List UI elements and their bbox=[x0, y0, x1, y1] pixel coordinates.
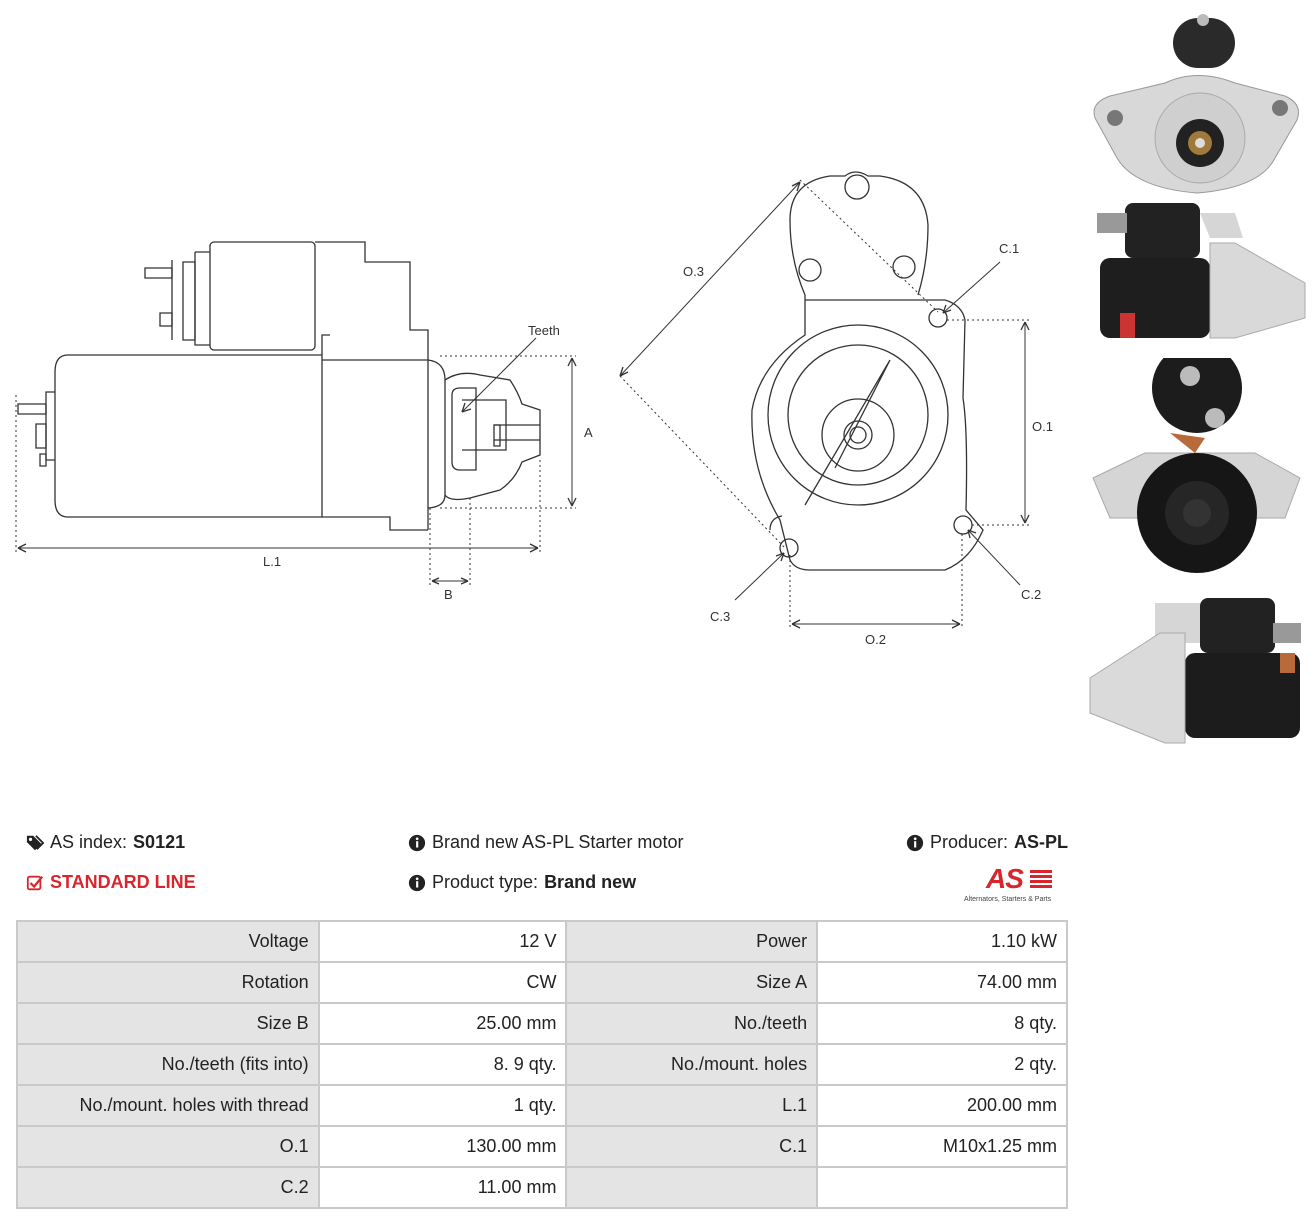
as-index-value: S0121 bbox=[133, 832, 186, 852]
as-logo-stripes bbox=[1030, 870, 1052, 890]
producer-label: Producer: bbox=[930, 832, 1009, 852]
spec-label: C.1 bbox=[565, 1125, 819, 1168]
starter-front-view bbox=[619, 171, 1030, 629]
spec-value: 1 qty. bbox=[317, 1084, 568, 1127]
label-o3: O.3 bbox=[683, 264, 704, 279]
spec-label: No./mount. holes bbox=[565, 1043, 819, 1086]
label-o1: O.1 bbox=[1032, 419, 1053, 434]
label-teeth: Teeth bbox=[528, 323, 560, 338]
product-type: Product type: Brand new bbox=[408, 872, 636, 893]
spec-label: Size A bbox=[565, 961, 819, 1004]
spec-value: 74.00 mm bbox=[816, 961, 1068, 1004]
product-photos bbox=[1085, 8, 1310, 748]
spec-value: 8. 9 qty. bbox=[317, 1043, 568, 1086]
as-logo-tagline: Alternators, Starters & Parts bbox=[964, 896, 1052, 903]
spec-value: 1.10 kW bbox=[816, 920, 1068, 963]
spec-label: No./teeth bbox=[565, 1002, 819, 1045]
description: Brand new AS-PL Starter motor bbox=[408, 832, 683, 853]
product-type-value: Brand new bbox=[544, 872, 637, 892]
standard-line-badge: STANDARD LINE bbox=[26, 872, 196, 893]
spec-label: Power bbox=[565, 920, 819, 963]
spec-row: No./teeth (fits into)8. 9 qty.No./mount.… bbox=[16, 1043, 1068, 1086]
spec-value: CW bbox=[317, 961, 568, 1004]
producer-value: AS-PL bbox=[1014, 832, 1069, 852]
as-logo: AS Alternators, Starters & Parts bbox=[964, 864, 1068, 908]
label-c3: C.3 bbox=[710, 609, 730, 624]
spec-value: 8 qty. bbox=[816, 1002, 1068, 1045]
spec-label: C.2 bbox=[16, 1166, 320, 1209]
spec-label: L.1 bbox=[565, 1084, 819, 1127]
photo-side-view[interactable] bbox=[1085, 198, 1310, 348]
spec-value: 11.00 mm bbox=[317, 1166, 568, 1209]
starter-side-view bbox=[15, 241, 577, 586]
producer: Producer: AS-PL bbox=[906, 832, 1068, 853]
info-icon bbox=[906, 834, 924, 851]
spec-value: 12 V bbox=[317, 920, 568, 963]
spec-label bbox=[565, 1166, 819, 1209]
label-c2: C.2 bbox=[1021, 587, 1041, 602]
label-a: A bbox=[584, 425, 593, 440]
photo-other-side[interactable] bbox=[1085, 593, 1310, 748]
as-logo-text: AS bbox=[986, 863, 1024, 894]
spec-value: 130.00 mm bbox=[317, 1125, 568, 1168]
standard-line-label: STANDARD LINE bbox=[50, 872, 196, 892]
technical-drawing: Teeth A L.1 B O.3 C.1 O.1 C.2 C.3 O.2 bbox=[15, 171, 1053, 647]
tags-icon bbox=[26, 834, 44, 850]
spec-value: 25.00 mm bbox=[317, 1002, 568, 1045]
product-info: AS index: S0121 STANDARD LINE Brand new … bbox=[26, 828, 1072, 908]
as-index-label: AS index: bbox=[50, 832, 128, 852]
spec-label: Voltage bbox=[16, 920, 320, 963]
spec-label: No./mount. holes with thread bbox=[16, 1084, 320, 1127]
label-b: B bbox=[444, 587, 453, 602]
as-index: AS index: S0121 bbox=[26, 832, 185, 853]
photo-front-view[interactable] bbox=[1085, 8, 1310, 198]
photo-rear-view[interactable] bbox=[1085, 358, 1310, 583]
spec-value: M10x1.25 mm bbox=[816, 1125, 1068, 1168]
info-icon bbox=[408, 834, 426, 851]
label-c1: C.1 bbox=[999, 241, 1019, 256]
label-o2: O.2 bbox=[865, 632, 886, 647]
spec-value bbox=[816, 1166, 1068, 1209]
spec-label: No./teeth (fits into) bbox=[16, 1043, 320, 1086]
spec-value: 200.00 mm bbox=[816, 1084, 1068, 1127]
description-text: Brand new AS-PL Starter motor bbox=[432, 832, 684, 852]
label-l1: L.1 bbox=[263, 554, 281, 569]
spec-label: O.1 bbox=[16, 1125, 320, 1168]
product-type-label: Product type: bbox=[432, 872, 539, 892]
info-icon bbox=[408, 874, 426, 891]
spec-label: Rotation bbox=[16, 961, 320, 1004]
check-square-icon bbox=[26, 875, 44, 890]
spec-value: 2 qty. bbox=[816, 1043, 1068, 1086]
spec-label: Size B bbox=[16, 1002, 320, 1045]
